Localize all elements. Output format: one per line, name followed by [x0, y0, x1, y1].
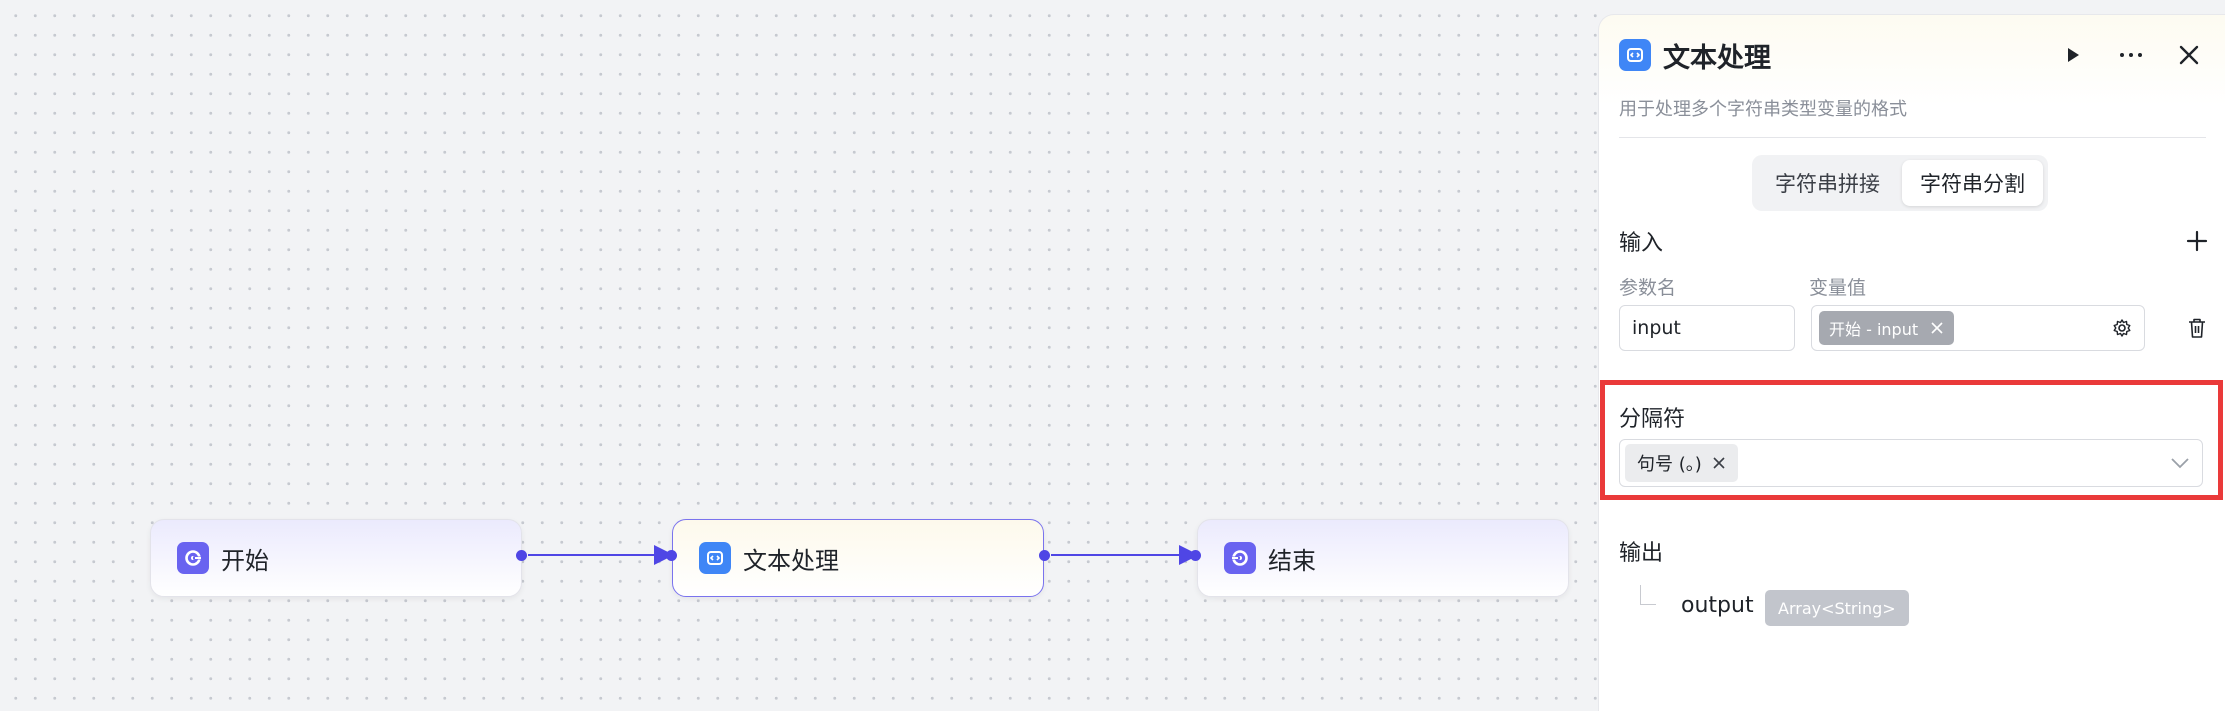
tab-string-concat[interactable]: 字符串拼接	[1775, 172, 1880, 196]
param-name-input[interactable]	[1620, 317, 1794, 339]
more-icon[interactable]	[2115, 39, 2147, 71]
separator-chip[interactable]: 句号 (。)	[1625, 444, 1738, 482]
run-icon[interactable]	[2057, 39, 2089, 71]
variable-value-label: 变量值	[1809, 277, 1867, 299]
workflow-edges	[528, 545, 1199, 565]
end-icon	[1224, 542, 1256, 574]
node-config-panel: 文本处理 用于处理多个字符串类型变量的格式 字符串拼接 字符串分割 输入 参数名…	[1598, 14, 2225, 711]
node-text-process-label: 文本处理	[743, 546, 839, 575]
separator-select[interactable]: 句号 (。)	[1619, 439, 2203, 487]
output-section-title: 输出	[1619, 541, 1664, 566]
node-text-process-input-port[interactable]	[666, 550, 677, 561]
input-section-title: 输入	[1619, 231, 1664, 256]
node-end-label: 结束	[1268, 546, 1316, 575]
output-name: output	[1681, 593, 1754, 618]
variable-value-field[interactable]: 开始 - input	[1811, 305, 2145, 351]
text-process-icon	[699, 542, 731, 574]
node-end[interactable]: 结束	[1197, 519, 1569, 597]
start-icon	[177, 542, 209, 574]
node-text-process-output-port[interactable]	[1039, 550, 1050, 561]
param-name-field[interactable]	[1619, 305, 1795, 351]
chevron-down-icon[interactable]	[2164, 447, 2196, 479]
node-end-input-port[interactable]	[1190, 550, 1201, 561]
node-start[interactable]: 开始	[150, 519, 522, 597]
mode-tabs: 字符串拼接 字符串分割	[1752, 155, 2048, 211]
chip-remove-icon[interactable]	[1712, 456, 1726, 470]
panel-description: 用于处理多个字符串类型变量的格式	[1619, 95, 2206, 138]
separator-section-title: 分隔符	[1619, 407, 1686, 432]
output-tree-connector	[1640, 585, 1656, 605]
separator-highlight-box	[1600, 380, 2223, 500]
separator-chip-label: 句号 (。)	[1637, 454, 1702, 475]
close-icon[interactable]	[2173, 39, 2205, 71]
variable-chip-label: 开始 - input	[1829, 320, 1919, 339]
node-start-output-port[interactable]	[516, 550, 527, 561]
param-name-label: 参数名	[1619, 277, 1677, 299]
output-type-badge: Array<String>	[1765, 590, 1909, 626]
node-start-label: 开始	[221, 546, 269, 575]
chip-remove-icon[interactable]	[1930, 321, 1944, 335]
tab-string-split[interactable]: 字符串分割	[1902, 160, 2043, 206]
node-text-process[interactable]: 文本处理	[672, 519, 1044, 597]
add-input-icon[interactable]	[2181, 225, 2213, 257]
variable-settings-icon[interactable]	[2106, 312, 2138, 344]
variable-chip[interactable]: 开始 - input	[1819, 311, 1955, 345]
delete-icon[interactable]	[2181, 312, 2213, 344]
panel-title: 文本处理	[1663, 42, 1771, 74]
panel-header: 文本处理	[1619, 37, 2205, 74]
text-process-icon	[1619, 39, 1651, 71]
